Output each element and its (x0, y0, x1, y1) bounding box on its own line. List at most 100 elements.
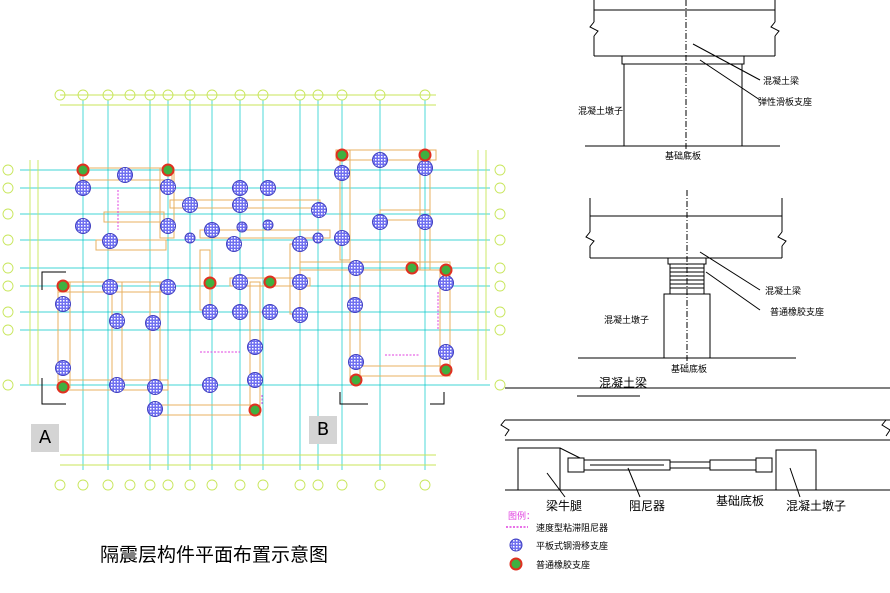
axis-bubble (374, 479, 386, 491)
detail3-corbel-label: 梁牛腿 (546, 499, 583, 513)
detail-sliding-bearing (585, 0, 780, 158)
rubber-bearing (439, 263, 453, 277)
sliding-bearing (232, 304, 248, 320)
axis-bubble (2, 262, 14, 274)
axis-bubble (294, 479, 306, 491)
axis-bubble (2, 164, 14, 176)
sliding-bearing (438, 344, 454, 360)
sliding-bearing (109, 377, 125, 393)
sliding-bearing (262, 304, 278, 320)
rubber-bearing (161, 163, 175, 177)
sliding-bearing (160, 179, 176, 195)
axis-bubble (184, 89, 196, 101)
sliding-bearing (417, 214, 433, 230)
axis-bubble (206, 479, 218, 491)
sliding-bearing (311, 202, 327, 218)
sliding-bearing (75, 218, 91, 234)
sliding-bearing (438, 275, 454, 291)
axis-bubble (494, 262, 506, 274)
sliding-bearing (102, 279, 118, 295)
sliding-bearing (202, 377, 218, 393)
rubber-bearing (405, 261, 419, 275)
plan-bearings (55, 148, 454, 417)
rubber-bearing (263, 275, 277, 289)
axis-bubble (102, 89, 114, 101)
axis-bubble (2, 379, 14, 391)
section-a-label: A (31, 424, 59, 452)
small-sliding-bearing (184, 232, 196, 244)
detail-damper (500, 387, 890, 498)
rubber-bearing (203, 276, 217, 290)
axis-bubble (312, 89, 324, 101)
axis-bubble (54, 479, 66, 491)
axis-bubble (124, 89, 136, 101)
plan-dimensions (2, 89, 506, 491)
axis-bubble (2, 182, 14, 194)
beam-outline (299, 261, 451, 271)
legend-item-damper: 速度型粘滞阻尼器 (536, 524, 609, 534)
axis-bubble (54, 89, 66, 101)
axis-bubble (206, 89, 218, 101)
beam-outline (149, 404, 261, 416)
axis-bubble (234, 89, 246, 101)
sliding-bearing (75, 180, 91, 196)
rubber-bearing (335, 148, 349, 162)
beam-outline (149, 281, 161, 389)
detail2-pier-label: 混凝土墩子 (604, 316, 650, 326)
sliding-bearing-icon (509, 538, 523, 552)
axis-bubble (494, 234, 506, 246)
axis-bubble (494, 306, 506, 318)
small-sliding-bearing (312, 232, 324, 244)
sliding-bearing (117, 167, 133, 183)
detail2-bearing-label: 普通橡胶支座 (770, 308, 825, 318)
sliding-bearing (292, 236, 308, 252)
sliding-bearing (202, 304, 218, 320)
sliding-bearing (232, 197, 248, 213)
axis-bubble (494, 164, 506, 176)
legend-item-rubber: 普通橡胶支座 (536, 561, 591, 571)
sliding-bearing (348, 354, 364, 370)
detail3-base-label: 基础底板 (716, 494, 765, 508)
sliding-bearing (334, 165, 350, 181)
detail1-bearing-label: 弹性滑板支座 (758, 98, 813, 108)
axis-bubble (494, 208, 506, 220)
axis-bubble (494, 182, 506, 194)
beam-outline (349, 365, 451, 377)
small-sliding-bearing (236, 221, 248, 233)
axis-bubble (2, 208, 14, 220)
sliding-bearing (372, 214, 388, 230)
sliding-bearing (55, 296, 71, 312)
axis-bubble (419, 89, 431, 101)
rubber-bearing (418, 148, 432, 162)
sliding-bearing (55, 360, 71, 376)
beam-outline (103, 211, 165, 223)
axis-bubble (257, 89, 269, 101)
plan-dampers (117, 190, 439, 405)
axis-bubble (494, 280, 506, 292)
axis-bubble (77, 479, 89, 491)
sliding-bearing (147, 379, 163, 395)
axis-bubble (102, 479, 114, 491)
axis-bubble (2, 306, 14, 318)
axis-bubble (162, 89, 174, 101)
axis-bubble (494, 324, 506, 336)
damper-device (567, 457, 773, 473)
rubber-bearing-icon (509, 557, 523, 571)
detail1-base-label: 基础底板 (665, 152, 702, 162)
axis-bubble (312, 479, 324, 491)
axis-bubble (336, 479, 348, 491)
sliding-bearing (292, 274, 308, 290)
sliding-bearing (247, 339, 263, 355)
sliding-bearing (372, 152, 388, 168)
rubber-bearing (56, 380, 70, 394)
sliding-bearing (232, 180, 248, 196)
sliding-bearing (160, 218, 176, 234)
axis-bubble (2, 234, 14, 246)
axis-bubble (144, 479, 156, 491)
sliding-bearing (109, 313, 125, 329)
axis-bubble (257, 479, 269, 491)
sliding-bearing (182, 197, 198, 213)
detail1-pier-label: 混凝土墩子 (578, 107, 624, 117)
axis-bubble (419, 479, 431, 491)
